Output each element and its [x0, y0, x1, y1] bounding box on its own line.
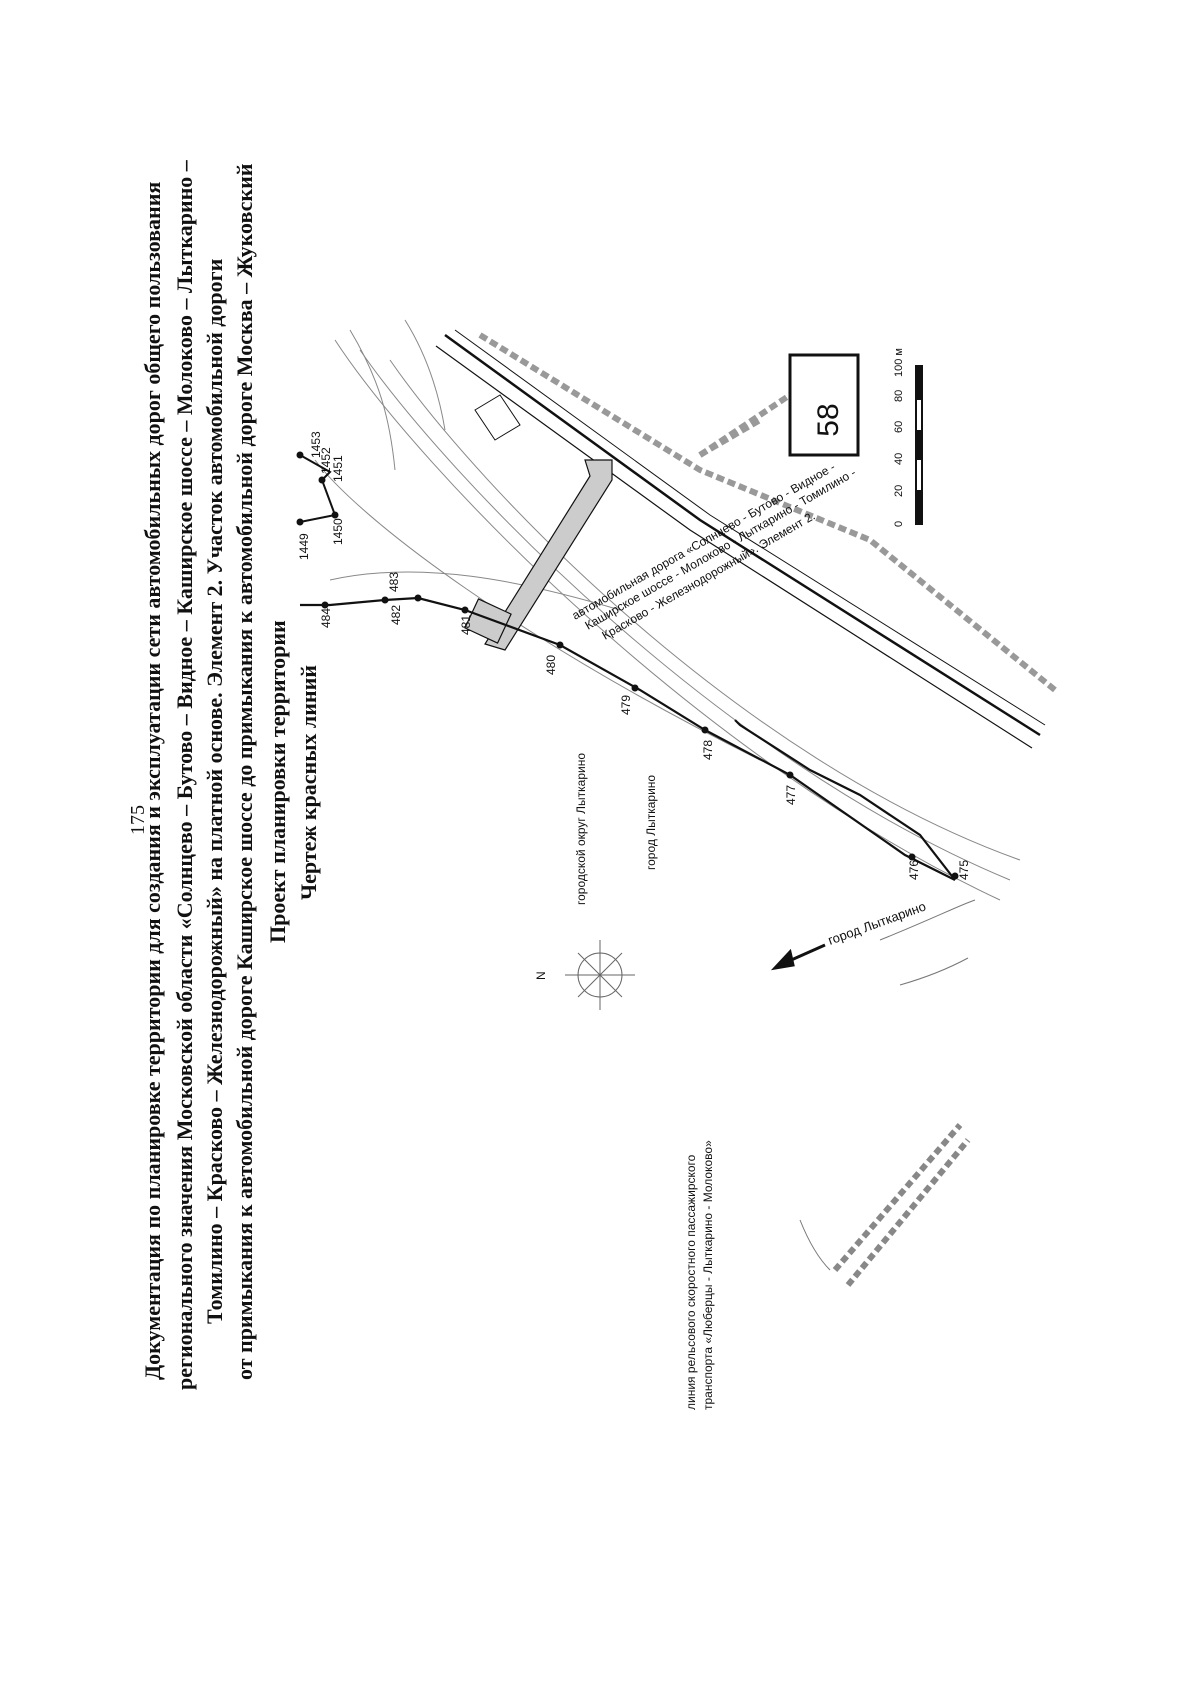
road-lines [314, 319, 1021, 901]
scale-20: 20 [893, 485, 905, 497]
label-479: 479 [619, 695, 633, 715]
sheet-number: 58 [812, 403, 845, 436]
label-1452: 1452 [319, 447, 333, 474]
structure-square [474, 394, 521, 441]
highway [435, 329, 1046, 749]
point-476 [908, 853, 916, 861]
arc-lines [799, 899, 976, 1271]
point-481 [461, 606, 469, 614]
label-481: 481 [459, 615, 473, 635]
north-label: N [534, 971, 548, 980]
scale-100: 100 м [893, 348, 905, 377]
point-475 [951, 872, 959, 880]
label-482: 482 [389, 605, 403, 625]
point-477 [786, 771, 794, 779]
scale-40: 40 [893, 453, 905, 465]
point-1453 [296, 451, 304, 459]
scale-bar: 0 20 40 60 80 100 м [893, 348, 923, 527]
label-rail-2: транспорта «Люберцы - Лыткарино - Молоко… [701, 1140, 715, 1410]
scale-80: 80 [893, 390, 905, 402]
point-1450 [331, 511, 339, 519]
point-484 [321, 601, 329, 609]
north-arrow-icon [565, 940, 635, 1010]
points [296, 451, 959, 880]
label-478: 478 [701, 740, 715, 760]
point-labels: 475 476 477 478 479 480 481 482 483 484 … [297, 431, 971, 880]
hatched-rail-boundary [832, 1123, 971, 1287]
direction-arrow-icon [770, 943, 826, 971]
label-477: 477 [784, 785, 798, 805]
sheet-number-box: 58 [788, 353, 860, 457]
label-1450: 1450 [331, 518, 345, 545]
label-rail-1: линия рельсового скоростного пассажирско… [684, 1154, 698, 1410]
label-480: 480 [544, 655, 558, 675]
label-direction: город Лыткарино [826, 898, 928, 947]
point-482 [414, 594, 422, 602]
scale-0: 0 [893, 521, 905, 527]
label-484: 484 [319, 608, 333, 628]
point-1449 [296, 518, 304, 526]
label-476: 476 [907, 860, 921, 880]
bridge [464, 459, 613, 651]
point-483 [381, 596, 389, 604]
label-475: 475 [957, 860, 971, 880]
red-line [300, 596, 956, 881]
label-1451: 1451 [331, 455, 345, 482]
label-1449: 1449 [297, 533, 311, 560]
point-1451 [318, 476, 326, 484]
label-483: 483 [387, 572, 401, 592]
label-city: город Лыткарино [644, 775, 658, 870]
point-478 [701, 726, 709, 734]
map-labels: городской округ Лыткарино город Лыткарин… [570, 460, 928, 1410]
label-1453: 1453 [309, 431, 323, 458]
label-district: городской округ Лыткарино [574, 753, 588, 905]
gray-boundary [478, 332, 1057, 693]
label-road-2: Каширское шоссе - Молоково - Лыткарино -… [583, 465, 859, 632]
scale-60: 60 [893, 421, 905, 433]
point-480 [556, 641, 564, 649]
point-479 [631, 684, 639, 692]
